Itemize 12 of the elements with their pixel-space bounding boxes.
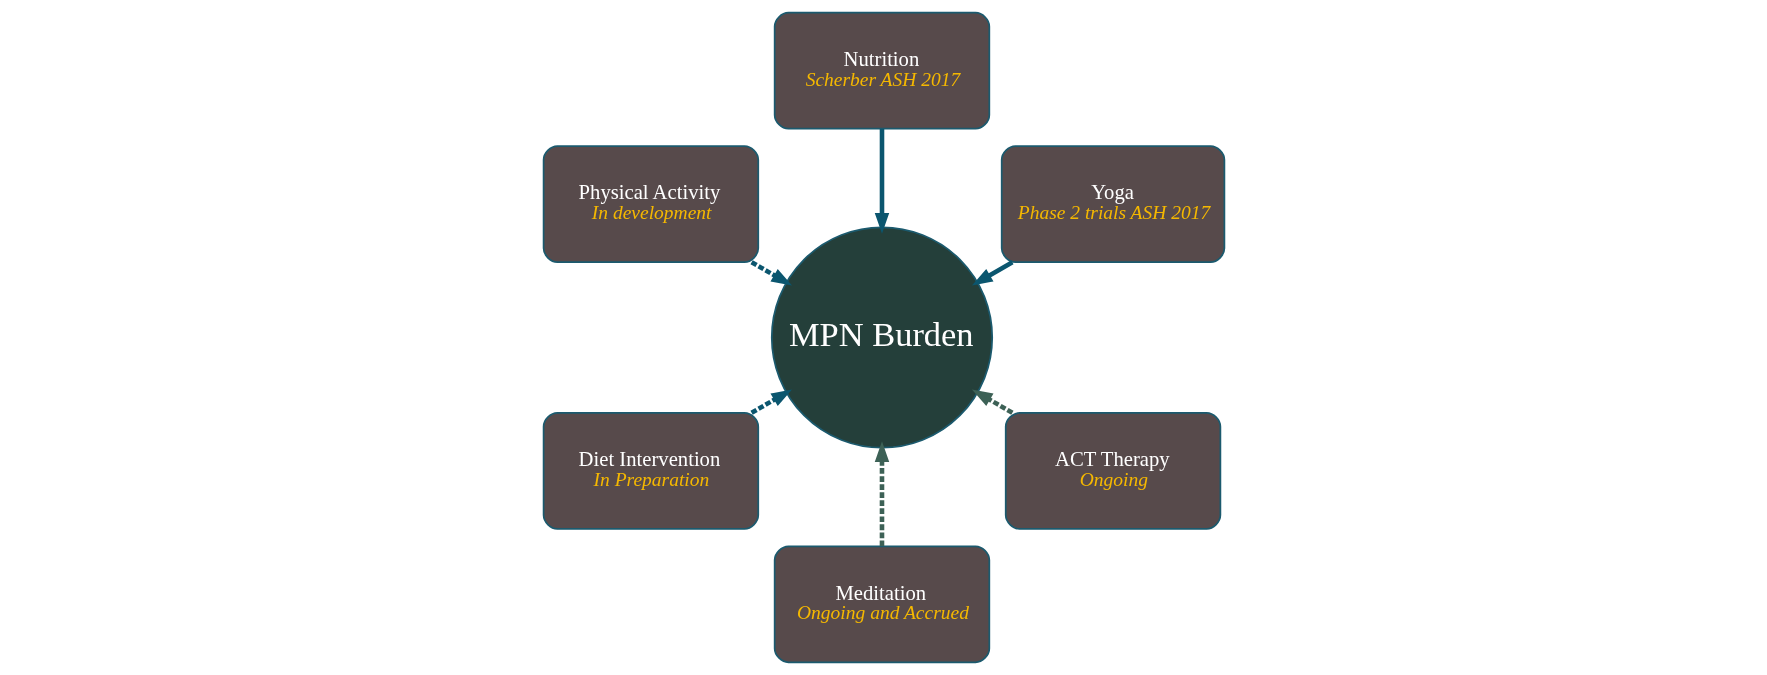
- node-box: ACT Therapy Ongoing: [1004, 412, 1221, 530]
- arrow: [971, 389, 1014, 415]
- node-box: Diet Intervention In Preparation: [542, 412, 759, 530]
- node-box: Meditation Ongoing and Accrued: [773, 545, 990, 664]
- arrow: [749, 389, 792, 415]
- arrow: [971, 260, 1014, 286]
- node-box: Physical Activity In development: [542, 145, 759, 263]
- node-box: Yoga Phase 2 trials ASH 2017: [1000, 145, 1225, 263]
- arrow: [749, 260, 792, 286]
- arrow: [874, 441, 889, 547]
- node-box: Nutrition Scherber ASH 2017: [773, 11, 990, 130]
- arrow: [874, 128, 889, 234]
